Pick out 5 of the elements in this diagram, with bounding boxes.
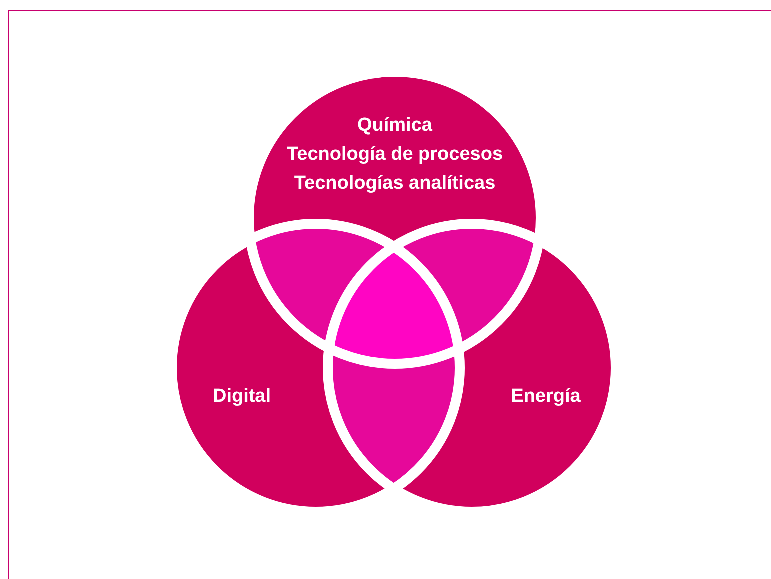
circle-label: Digital [212,385,272,409]
circle-label: Tecnología de procesos [286,143,504,167]
circle-label: Tecnologías analíticas [294,172,496,196]
circle-label: Química [358,114,432,138]
circle-label: Energía [511,385,581,409]
